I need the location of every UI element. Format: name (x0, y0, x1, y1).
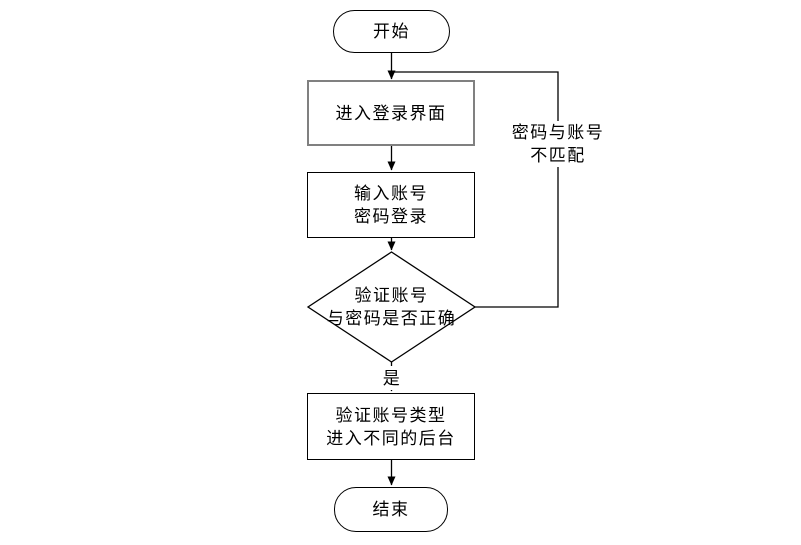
end-label: 结束 (372, 500, 410, 519)
mismatch-label-line1: 密码与账号 (511, 123, 605, 142)
decision-diamond-shape (306, 251, 477, 363)
process-input-credentials: 输入账号 密码登录 (307, 172, 475, 238)
edge-label-yes: 是 (382, 366, 402, 390)
process-enter-login-label: 进入登录界面 (335, 103, 447, 123)
process-verify-type-line2: 进入不同的后台 (326, 428, 456, 448)
process-enter-login: 进入登录界面 (307, 80, 475, 146)
decision-verify-line2: 与密码是否正确 (326, 309, 457, 328)
end-terminator: 结束 (334, 487, 448, 532)
start-terminator: 开始 (333, 10, 450, 53)
start-label: 开始 (373, 22, 410, 41)
yes-label-text: 是 (382, 368, 402, 388)
process-verify-account-type: 验证账号类型 进入不同的后台 (307, 393, 475, 460)
edge-label-password-mismatch: 密码与账号 不匹配 (511, 121, 605, 167)
process-verify-type-line1: 验证账号类型 (335, 405, 447, 425)
process-input-credentials-line1: 输入账号 (354, 184, 428, 203)
mismatch-label-line2: 不匹配 (530, 146, 586, 165)
decision-verify-line1: 验证账号 (354, 286, 429, 305)
connector-mismatch-feedback (391, 71, 559, 308)
decision-verify-credentials: 验证账号 与密码是否正确 (308, 252, 475, 362)
process-input-credentials-line2: 密码登录 (354, 207, 428, 226)
